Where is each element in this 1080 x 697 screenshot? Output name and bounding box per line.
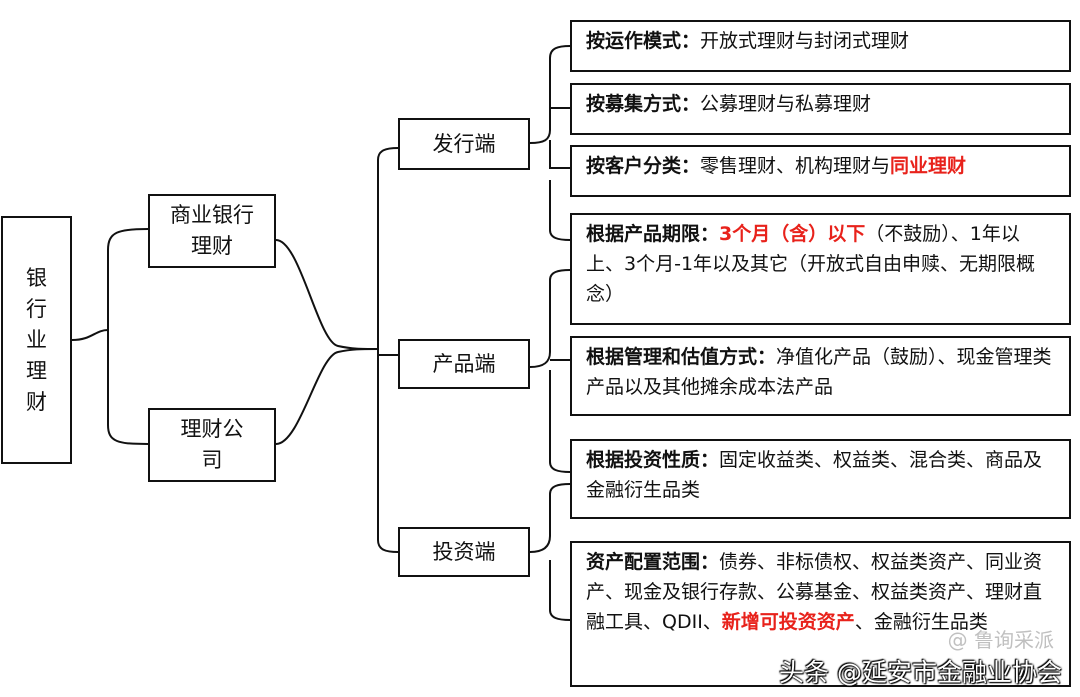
watermark: 头条 @延安市金融业协会 [779,658,1062,687]
item-by-raising-method-text: 公募理财与私募理财 [700,93,872,115]
item-by-product-term-title: 根据产品期限： [586,223,720,245]
item-by-operation-mode: 按运作模式：开放式理财与封闭式理财 [570,20,1071,72]
item-by-client-type-title: 按客户分类： [586,155,701,177]
item-asset-allocation-scope-highlight: 新增可投资资产 [721,611,855,633]
item-asset-allocation-scope-title: 资产配置范围： [586,551,720,573]
item-asset-allocation-scope-text2: 、金融衍生品类 [854,611,988,633]
item-by-operation-mode-title: 按运作模式： [586,30,701,52]
item-asset-allocation-scope: 资产配置范围：债券、非标债权、权益类资产、同业资产、现金及银行存款、公募基金、权… [570,541,1071,687]
item-by-product-term-highlight: 3个月（含）以下 [719,223,866,245]
node-product-side: 产品端 [398,339,530,389]
item-by-product-term: 根据产品期限：3个月（含）以下（不鼓励）、1年以上、3个月-1年以及其它（开放式… [570,213,1071,325]
root-node-label: 银行业理财 [26,265,47,414]
node-wealth-company-label: 理财公司 [180,417,244,472]
item-by-valuation-method: 根据管理和估值方式：净值化产品（鼓励）、现金管理类产品以及其他摊余成本法产品 [570,336,1071,416]
faint-watermark: @ 鲁询采派 [947,628,1054,652]
node-issuer-side: 发行端 [398,118,530,170]
root-node: 银行业理财 [1,216,72,464]
item-by-investment-nature-text: 固定收益类、权益类、混合类、商品及金融衍生品类 [586,449,1043,501]
item-by-client-type-text: 零售理财、机构理财与 [700,155,891,177]
item-by-raising-method: 按募集方式：公募理财与私募理财 [570,83,1071,135]
item-by-product-term-text: （不鼓励）、1年以上、3个月-1年以及其它（开放式自由申赎、无期限概念） [586,223,1036,305]
node-commercial-bank-wealth: 商业银行理财 [148,194,276,268]
item-by-valuation-method-title: 根据管理和估值方式： [586,346,777,368]
item-by-client-type-highlight: 同业理财 [890,155,967,177]
item-by-investment-nature-title: 根据投资性质： [586,449,720,471]
item-by-valuation-method-text: 净值化产品（鼓励）、现金管理类产品以及其他摊余成本法产品 [586,346,1052,398]
item-asset-allocation-scope-text: 债券、非标债权、权益类资产、同业资产、现金及银行存款、公募基金、权益类资产、理财… [586,551,1043,633]
node-investment-side-label: 投资端 [432,539,496,564]
node-issuer-side-label: 发行端 [432,131,496,156]
item-by-raising-method-title: 按募集方式： [586,93,701,115]
node-investment-side: 投资端 [398,527,530,577]
node-wealth-company: 理财公司 [148,408,276,482]
node-product-side-label: 产品端 [432,351,496,376]
item-by-investment-nature: 根据投资性质：固定收益类、权益类、混合类、商品及金融衍生品类 [570,439,1071,519]
item-by-operation-mode-text: 开放式理财与封闭式理财 [700,30,910,52]
item-by-client-type: 按客户分类：零售理财、机构理财与同业理财 [570,145,1071,197]
node-commercial-bank-wealth-label: 商业银行理财 [170,203,254,258]
